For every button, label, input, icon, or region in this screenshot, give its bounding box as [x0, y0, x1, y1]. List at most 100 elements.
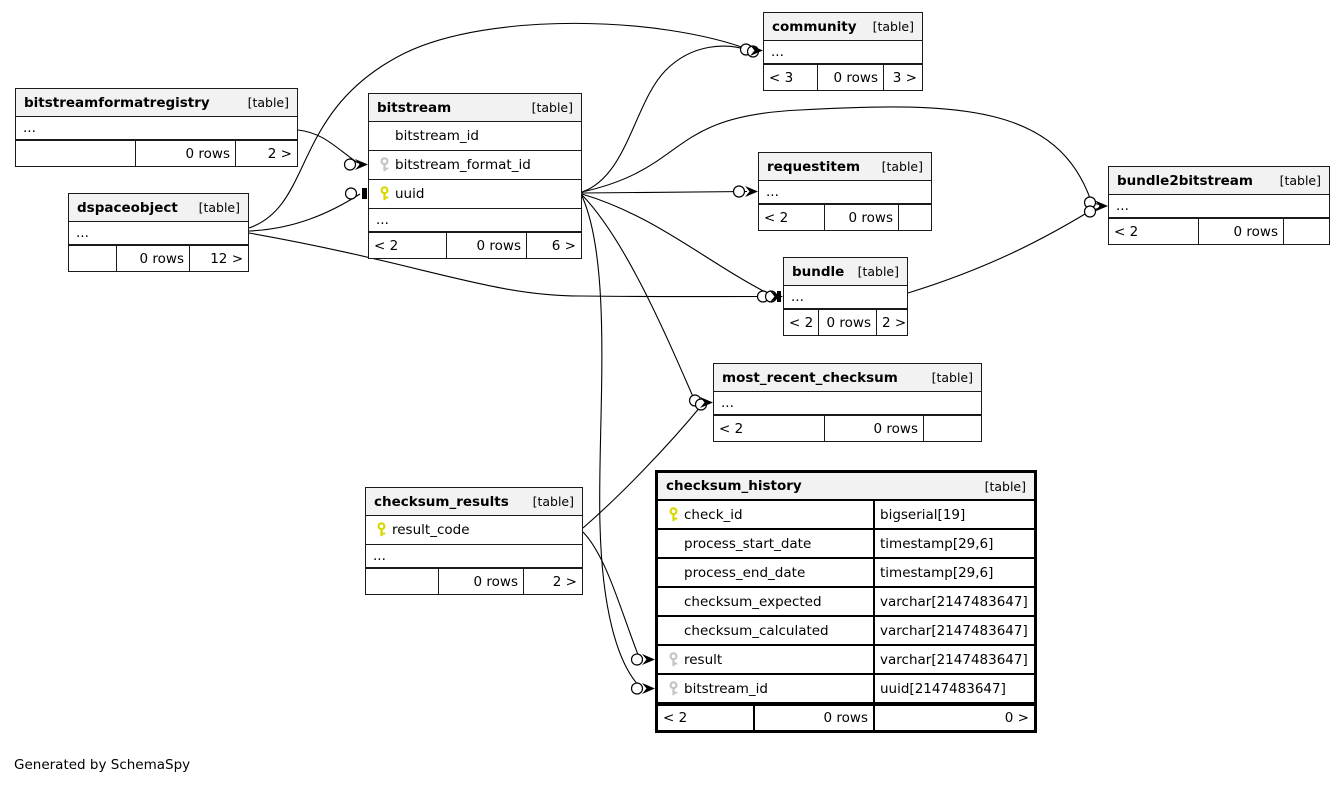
- edge-bitstream-history: [581, 195, 641, 688]
- table-title: bundle: [792, 263, 845, 280]
- column-name: bitstream_format_id: [395, 157, 531, 173]
- table-title: most_recent_checksum: [722, 369, 898, 386]
- table-bitstream[interactable]: bitstream[table] bitstream_id bitstream_fo…: [368, 93, 582, 259]
- edge-bitstream-bundle: [581, 193, 772, 296]
- fk-arrow-marker: [745, 186, 758, 197]
- row-count-cell: 0 rows: [818, 310, 876, 335]
- column-name: checksum_calculated: [684, 622, 829, 639]
- edge-bfr-bitstream: [297, 129, 359, 164]
- table-type-badge: [table]: [931, 370, 973, 385]
- column-name: process_start_date: [684, 535, 812, 552]
- table-header[interactable]: bitstreamformatregistry[table]: [16, 89, 297, 117]
- table-type-badge: [table]: [857, 264, 899, 279]
- row-count-cell: 0 rows: [824, 416, 923, 441]
- column-name: ...: [721, 395, 734, 411]
- table-stats-footer: < 2 0 rows: [714, 415, 981, 441]
- table-title: bitstreamformatregistry: [24, 94, 210, 111]
- column-row-bitstream_id: bitstream_id: [369, 122, 581, 151]
- ellipsis-row: ...: [69, 222, 248, 245]
- parent-count-cell: [16, 141, 135, 166]
- table-title: bundle2bitstream: [1117, 172, 1253, 189]
- table-header[interactable]: bundle2bitstream [table]: [1109, 167, 1329, 195]
- edge-results-history: [582, 531, 640, 658]
- table-type-badge: [table]: [1279, 173, 1321, 188]
- zero-one-marker: [732, 185, 746, 198]
- ellipsis-row: ...: [714, 392, 981, 415]
- column-type: timestamp[29,6]: [873, 559, 1034, 586]
- fk-arrow-marker: [750, 45, 763, 56]
- table-title: requestitem: [767, 158, 861, 175]
- fk-arrow-marker: [642, 683, 655, 694]
- zero-one-marker: [630, 682, 644, 695]
- child-count-cell: 2 >: [523, 569, 582, 594]
- row-count-cell: 0 rows: [1198, 219, 1283, 244]
- table-header[interactable]: checksum_results[table]: [366, 488, 582, 516]
- row-count-cell: 0 rows: [116, 246, 189, 271]
- table-title: checksum_results: [374, 493, 509, 510]
- fk-arrow-marker: [642, 654, 655, 665]
- ellipsis-row: ...: [759, 181, 931, 204]
- ellipsis-row: ...: [366, 545, 582, 568]
- edge-dso-bitstream: [248, 193, 361, 232]
- fk-arrow-marker: [1095, 200, 1108, 212]
- foreign-key-icon: [373, 157, 395, 173]
- row-count-cell: 0 rows: [135, 141, 235, 166]
- parent-count-cell: < 2: [719, 420, 744, 437]
- table-header[interactable]: checksum_history[table]: [658, 473, 1034, 501]
- column-name: uuid: [395, 186, 425, 202]
- table-type-badge: [table]: [198, 200, 240, 215]
- table-checksum_history[interactable]: checksum_history[table] check_id bigserial…: [655, 470, 1037, 733]
- table-title: bitstream: [377, 99, 452, 116]
- table-header[interactable]: requestitem [table]: [759, 153, 931, 181]
- column-name: bitstream_id: [395, 128, 479, 144]
- column-name: ...: [76, 225, 89, 241]
- child-count-cell: 2 >: [235, 141, 297, 166]
- column-name: check_id: [684, 506, 743, 523]
- edge-results-mrc: [582, 405, 702, 529]
- column-name: process_end_date: [684, 564, 806, 581]
- ellipsis-row: ...: [784, 286, 907, 309]
- table-header[interactable]: dspaceobject [table]: [69, 194, 248, 222]
- primary-key-icon: [373, 186, 395, 202]
- column-name: ...: [373, 548, 386, 564]
- column-row-bitstream_format_id: bitstream_format_id: [369, 151, 581, 180]
- fk-bar-marker: [777, 291, 781, 302]
- column-row-uuid: uuid: [369, 180, 581, 209]
- fk-arrow-marker: [770, 291, 783, 302]
- column-name: ...: [766, 184, 779, 200]
- table-most_recent_checksum[interactable]: most_recent_checksum [table]... < 2 0 rows: [713, 363, 982, 442]
- fk-bar-marker: [362, 188, 367, 199]
- parent-count-cell: < 3: [769, 69, 794, 86]
- child-count-cell: 6 >: [526, 233, 581, 258]
- column-name: ...: [771, 44, 784, 60]
- column-row-check_id: check_id bigserial[19]: [658, 501, 1034, 530]
- table-title: dspaceobject: [77, 199, 178, 216]
- table-header[interactable]: most_recent_checksum [table]: [714, 364, 981, 392]
- column-row-process_end_date: process_end_date timestamp[29,6]: [658, 559, 1034, 588]
- child-count-cell: 3 >: [883, 65, 922, 90]
- table-checksum_results[interactable]: checksum_results[table]result_code...0 r…: [365, 487, 583, 595]
- column-type: bigserial[19]: [873, 501, 1034, 528]
- table-header[interactable]: community[table]: [764, 13, 922, 41]
- column-type: varchar[2147483647]: [873, 588, 1034, 615]
- table-header[interactable]: bundle [table]: [784, 258, 907, 286]
- table-header[interactable]: bitstream[table]: [369, 94, 581, 122]
- row-count-cell: 0 rows: [438, 569, 523, 594]
- parent-count-cell: [366, 569, 438, 594]
- column-name: bitstream_id: [684, 680, 768, 697]
- column-name: checksum_expected: [684, 593, 822, 610]
- table-type-badge: [table]: [881, 159, 923, 174]
